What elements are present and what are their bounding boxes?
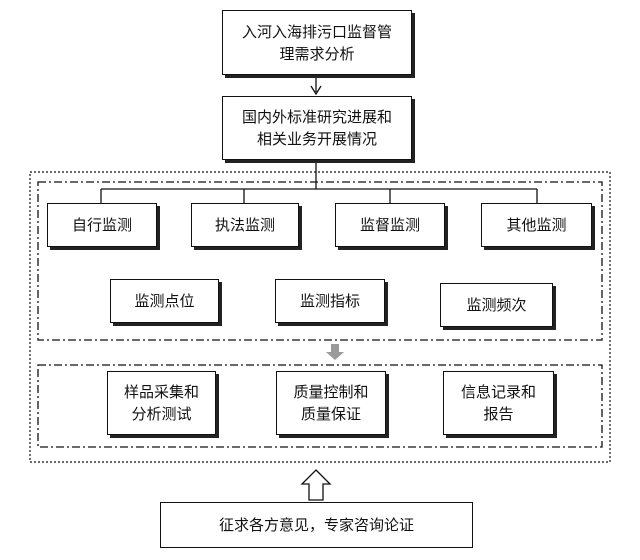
category-label: 其他监测 xyxy=(506,216,567,234)
process-line2: 质量保证 xyxy=(300,405,361,423)
element-label: 监测点位 xyxy=(134,292,195,310)
category-box-supervision: 监督监测 xyxy=(335,203,445,247)
category-label: 执法监测 xyxy=(214,216,275,234)
category-box-other: 其他监测 xyxy=(481,203,592,247)
arrow-head-top xyxy=(310,85,322,96)
process-line1: 信息记录和 xyxy=(460,383,536,401)
element-box-points: 监测点位 xyxy=(110,279,219,323)
element-label: 监测指标 xyxy=(299,292,360,310)
top-box: 入河入海排污口监督管 理需求分析 xyxy=(222,10,412,75)
process-box-quality: 质量控制和 质量保证 xyxy=(276,371,386,435)
second-box-line1: 国内外标准研究进展和 xyxy=(241,108,392,126)
process-line2: 分析测试 xyxy=(131,405,192,423)
monitoring-types-frame xyxy=(37,181,603,341)
bottom-box-label: 征求各方意见，专家咨询论证 xyxy=(218,516,414,534)
second-box-line2: 相关业务开展情况 xyxy=(256,130,377,148)
category-box-enforcement: 执法监测 xyxy=(191,203,299,247)
outer-dotted-frame xyxy=(29,171,611,463)
process-line2: 报告 xyxy=(483,405,514,423)
hollow-up-arrow xyxy=(300,469,332,501)
top-box-line1: 入河入海排污口监督管 xyxy=(241,22,392,41)
element-label: 监测频次 xyxy=(466,296,527,314)
element-box-frequency: 监测频次 xyxy=(440,283,553,327)
top-box-line2: 理需求分析 xyxy=(279,44,355,63)
process-box-reporting: 信息记录和 报告 xyxy=(443,371,554,435)
process-line1: 质量控制和 xyxy=(293,383,369,401)
bottom-box: 征求各方意见，专家咨询论证 xyxy=(160,502,473,548)
category-box-self: 自行监测 xyxy=(47,203,157,247)
process-box-sampling: 样品采集和 分析测试 xyxy=(107,371,216,435)
second-box: 国内外标准研究进展和 相关业务开展情况 xyxy=(222,96,412,160)
category-label: 自行监测 xyxy=(71,216,132,234)
process-frame xyxy=(37,364,603,448)
gray-down-arrow xyxy=(326,344,344,360)
category-label: 监督监测 xyxy=(359,216,420,234)
process-line1: 样品采集和 xyxy=(123,383,199,401)
element-box-indicators: 监测指标 xyxy=(275,279,385,323)
